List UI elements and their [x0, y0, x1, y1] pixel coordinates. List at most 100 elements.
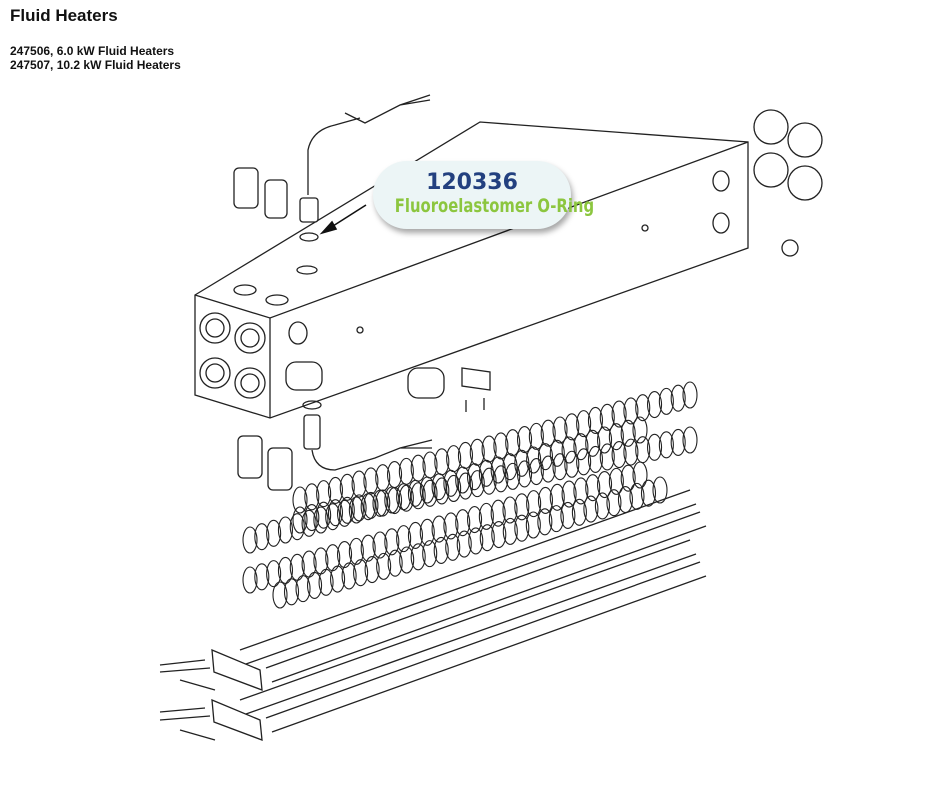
coil-turn: [341, 562, 357, 590]
coil-turn: [372, 531, 388, 559]
coil-turn: [635, 394, 651, 422]
coil-turn: [516, 425, 533, 454]
coil-turn: [376, 552, 392, 580]
coil-turn: [646, 433, 663, 461]
coil-turn: [658, 387, 674, 415]
coil-turn: [537, 508, 553, 536]
coil-turn: [608, 467, 624, 495]
coil-turn: [364, 555, 380, 584]
coil-turn: [407, 479, 424, 507]
coil-turn: [306, 571, 323, 600]
coil-turn: [540, 455, 556, 483]
coil-turn: [670, 384, 686, 412]
coil-turn: [455, 509, 471, 537]
coil-turn: [301, 509, 317, 537]
coil-turn: [573, 477, 589, 505]
callout-leader: [319, 204, 367, 235]
coil-turn: [351, 494, 367, 522]
coil-turn: [526, 490, 542, 518]
coil-turn: [608, 423, 624, 451]
coil-turn: [242, 526, 258, 554]
coil-turn: [596, 426, 613, 454]
coil-turn: [277, 516, 294, 544]
coil-turn: [304, 483, 320, 511]
coil-turn: [564, 413, 580, 441]
model-item: 247506, 6.0 kW Fluid Heaters: [10, 44, 175, 58]
coil-turn: [573, 433, 589, 461]
coil-turn: [620, 419, 636, 447]
part-callout[interactable]: 120336 Fluoroelastomer O-Ring: [373, 161, 594, 229]
coil-turn: [587, 445, 604, 473]
coil-turn: [549, 483, 565, 511]
coil-turn: [528, 422, 544, 450]
coil-turn: [552, 416, 568, 444]
coil-turn: [576, 410, 592, 438]
coil-turn: [410, 482, 426, 510]
coil-turn: [396, 525, 412, 553]
coil-turn: [455, 466, 471, 494]
coil-turn: [561, 480, 577, 508]
coil-turn: [292, 486, 308, 514]
coil-turn: [505, 429, 521, 457]
coil-turn: [478, 502, 494, 530]
coil-turn: [399, 546, 415, 574]
plugs: [753, 109, 823, 201]
coil-turn: [552, 453, 568, 481]
coil-turn: [327, 476, 344, 505]
coil-turn: [443, 512, 459, 540]
coil-turn: [419, 518, 435, 546]
coil-turn: [457, 472, 474, 500]
coil-turn: [360, 534, 376, 562]
coil-turn: [549, 439, 565, 467]
model-list: 247506, 6.0 kW Fluid Heaters 247507, 10.…: [10, 44, 181, 72]
coil-turn: [652, 476, 668, 504]
coil-turn: [526, 446, 542, 474]
coil-turn: [571, 498, 587, 526]
coil-turn: [583, 495, 599, 523]
coil-turn: [443, 469, 459, 497]
coil-turn: [478, 459, 494, 487]
coil-turn: [446, 474, 462, 503]
coil-turn: [599, 443, 615, 471]
coil-turn: [325, 503, 341, 531]
coil-turn: [611, 440, 627, 469]
coil-turn: [502, 517, 518, 545]
coil-turn: [254, 563, 270, 591]
coil-turn: [372, 489, 388, 517]
coil-turn: [277, 556, 294, 585]
coil-turn: [479, 524, 495, 552]
coil-turn: [620, 464, 636, 492]
coil-turn: [396, 483, 412, 511]
coil-turn: [422, 540, 438, 568]
coil-turn: [481, 467, 497, 495]
coil-turn: [537, 443, 554, 471]
coil-turn: [587, 406, 604, 435]
coil-turn: [434, 477, 450, 505]
coil-turn: [318, 568, 334, 596]
coil-turn: [456, 530, 472, 558]
coil-turn: [384, 528, 400, 556]
coil-turn: [632, 416, 648, 444]
coil-turn: [491, 520, 507, 549]
coil-turn: [407, 521, 424, 550]
coil-turn: [514, 493, 530, 521]
coil-turn: [431, 473, 447, 501]
coil-turn: [514, 514, 530, 542]
coil-turn: [283, 578, 300, 606]
coil-turn: [387, 549, 403, 577]
coil-turn: [445, 533, 461, 561]
coil-turn: [514, 449, 530, 477]
coil-turn: [599, 403, 615, 431]
coil-turn: [493, 432, 509, 460]
coil-turn: [266, 519, 282, 547]
coil-turn: [295, 575, 311, 603]
coil-turn: [585, 474, 601, 502]
coil-turn: [560, 501, 576, 530]
coil-turn: [468, 527, 484, 555]
coil-turn: [242, 566, 258, 594]
coil-turn: [313, 506, 329, 534]
coil-turn: [339, 496, 355, 524]
coil-turn: [540, 419, 556, 447]
coil-turn: [585, 429, 601, 457]
coil-turn: [336, 540, 353, 569]
